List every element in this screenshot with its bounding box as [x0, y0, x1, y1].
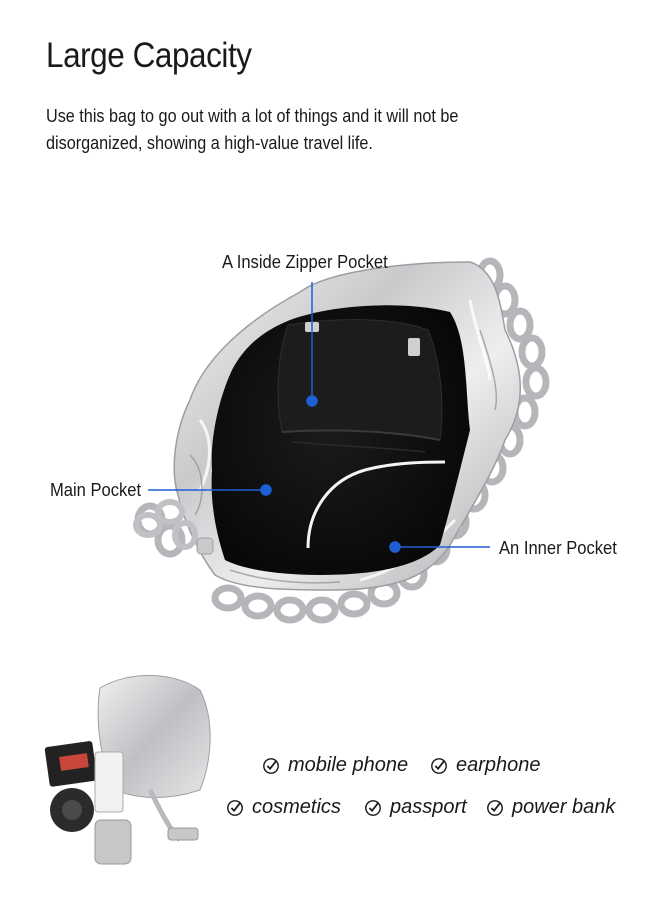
feature-label: passport [390, 796, 467, 818]
feature-label: power bank [512, 796, 616, 818]
check-circle-icon [263, 757, 279, 774]
feature-item: cosmetics [226, 796, 341, 819]
check-circle-icon [487, 799, 503, 816]
callout-lines [148, 282, 490, 553]
page-title: Large Capacity [46, 36, 252, 75]
callout-inner-pocket: An Inner Pocket [499, 538, 617, 558]
feature-label: cosmetics [252, 796, 341, 818]
check-circle-icon [431, 757, 447, 774]
check-circle-icon [365, 799, 381, 816]
callout-main-pocket: Main Pocket [50, 480, 142, 500]
callout-zipper-pocket: A Inside Zipper Pocket [222, 252, 388, 272]
handle-chain [133, 499, 198, 550]
feature-label: earphone [456, 754, 541, 776]
feature-label: mobile phone [288, 754, 409, 776]
feature-item: passport [364, 796, 467, 819]
feature-item: power bank [486, 796, 615, 819]
check-circle-icon [227, 799, 243, 816]
inner-slip-pocket-edge [306, 460, 446, 549]
feature-item: mobile phone [262, 754, 408, 777]
feature-item: earphone [430, 754, 541, 777]
description-text: Use this bag to go out with a lot of thi… [46, 106, 459, 153]
